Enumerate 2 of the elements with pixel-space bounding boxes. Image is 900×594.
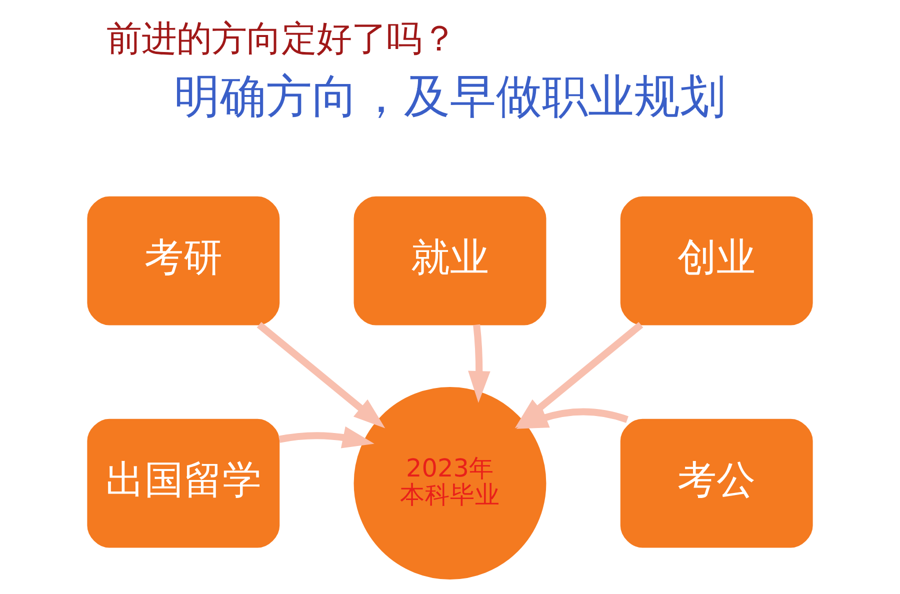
diagram-title: 前进的方向定好了吗？	[106, 18, 456, 60]
label: 明确方向，及早做职业规划	[174, 71, 726, 122]
